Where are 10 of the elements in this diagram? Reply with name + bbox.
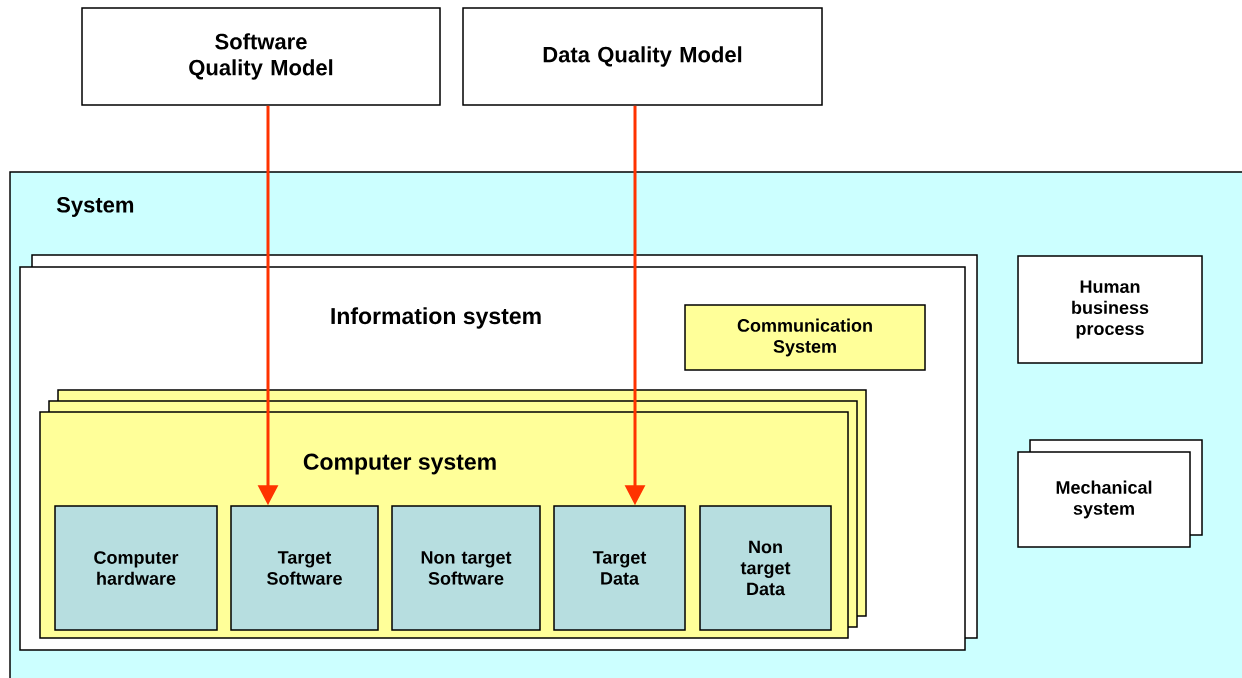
component-box: Computer hardware: [54, 505, 218, 631]
component-box: Target Software: [230, 505, 379, 631]
component-box: Non target Data: [699, 505, 832, 631]
process-box: Human business process: [1017, 255, 1203, 364]
model-box: Data Quality Model: [462, 7, 823, 106]
component-box: Non target Software: [391, 505, 541, 631]
model-box: Software Quality Model: [81, 7, 441, 106]
component-box: Target Data: [553, 505, 686, 631]
system-box: Communication System: [684, 304, 926, 371]
stacked-box: Mechanical system: [1017, 439, 1203, 548]
